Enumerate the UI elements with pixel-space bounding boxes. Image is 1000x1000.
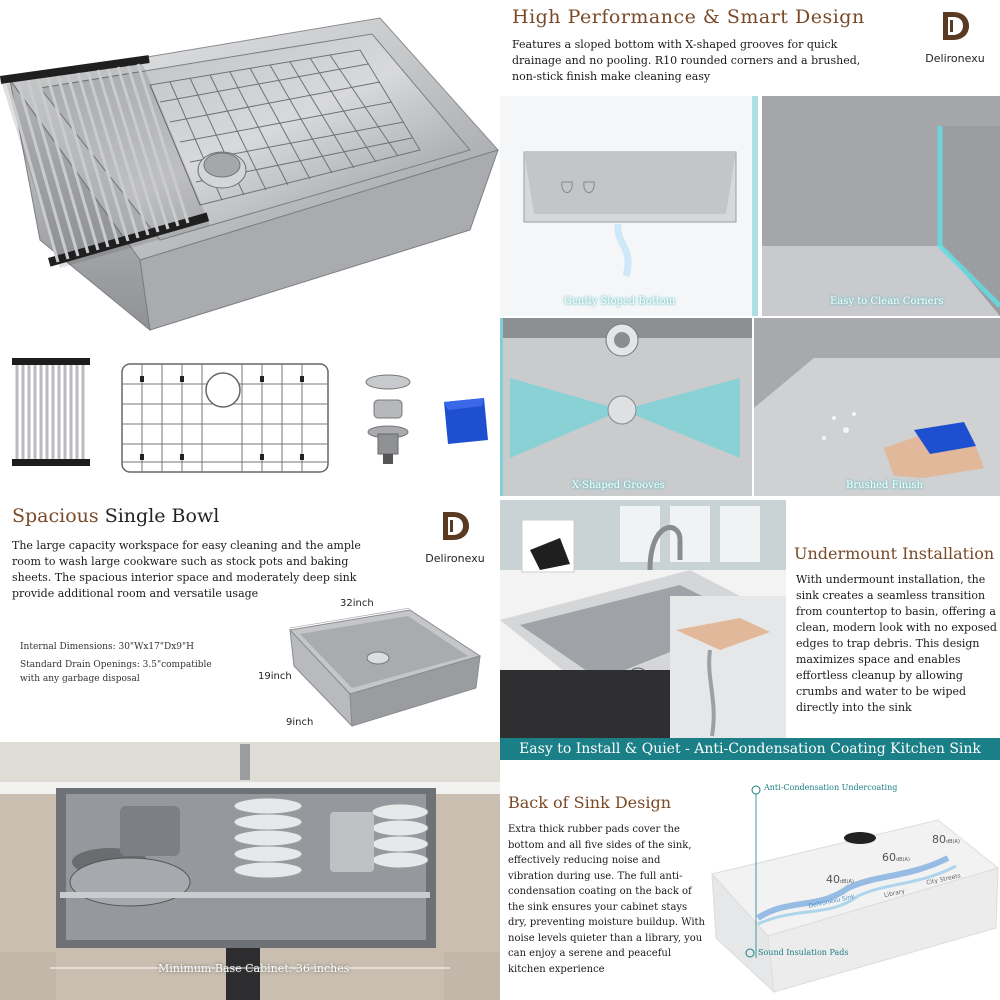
cabinet-sink-photo — [0, 742, 500, 1000]
db-level-80: 80dB(A) — [932, 833, 960, 846]
performance-description: Features a sloped bottom with X-shaped g… — [512, 38, 861, 83]
brand-logo-top: Delironexu — [914, 8, 996, 65]
db-unit: dB(A) — [946, 839, 960, 845]
caption-x-grooves: X-Shaped Grooves — [572, 480, 665, 491]
brand-logo-bowl: Delironexu — [414, 508, 496, 565]
coating-label: Anti-Condensation Undercoating — [764, 783, 898, 792]
db-unit: dB(A) — [840, 879, 854, 885]
brand-d-logo — [443, 512, 469, 540]
brand-name: Delironexu — [425, 552, 485, 565]
drain-strainer-image — [365, 374, 411, 464]
dimension-width: 32inch — [340, 598, 374, 609]
drain-openings: Standard Drain Openings: 3.5"compatible … — [20, 660, 212, 684]
db-level-40: 40dB(A) — [826, 873, 854, 886]
undermount-panel: Undermount Installation With undermount … — [500, 500, 1000, 738]
pads-label: Sound Insulation Pads — [758, 948, 849, 957]
quiet-banner: Easy to Install & Quiet - Anti-Condensat… — [500, 738, 1000, 760]
dimension-height: 9inch — [286, 717, 314, 728]
sloped-bottom-image: Gently Sloped Bottom — [500, 96, 758, 316]
hero-sink-illustration — [0, 17, 499, 332]
x-grooves-image: X-Shaped Grooves — [500, 318, 752, 496]
performance-panel: High Performance & Smart Design Features… — [500, 0, 1000, 498]
brushed-finish-image: Brushed Finish — [754, 318, 1000, 496]
db-value: 60 — [882, 851, 896, 864]
accessories-panel — [0, 340, 500, 500]
db-value: 80 — [932, 833, 946, 846]
bowl-description: The large capacity workspace for easy cl… — [12, 539, 361, 600]
cleaning-cloth-image — [444, 398, 488, 444]
undermount-description: With undermount installation, the sink c… — [796, 573, 997, 714]
bowl-title-rest: Single Bowl — [98, 505, 220, 527]
cabinet-panel: Minimum Base Cabinet: 36 inches — [0, 742, 500, 1000]
db-unit: dB(A) — [896, 857, 910, 863]
bowl-dimension-diagram — [288, 608, 482, 728]
brand-d-logo — [943, 12, 969, 40]
cabinet-caption: Minimum Base Cabinet: 36 inches — [158, 962, 350, 975]
performance-title: High Performance & Smart Design — [512, 6, 865, 28]
quiet-panel: Easy to Install & Quiet - Anti-Condensat… — [500, 738, 1000, 1000]
bottom-grid-image — [121, 363, 329, 473]
quiet-title: Back of Sink Design — [508, 793, 672, 812]
hero-sink-panel — [0, 0, 500, 340]
db-level-60: 60dB(A) — [882, 851, 910, 864]
caption-brushed-finish: Brushed Finish — [846, 480, 923, 491]
brand-name: Delironexu — [925, 52, 985, 65]
bowl-panel: Spacious Single Bowl The large capacity … — [0, 500, 500, 742]
undermount-title: Undermount Installation — [794, 544, 995, 563]
internal-dimensions: Internal Dimensions: 30"Wx17"Dx9"H — [20, 642, 194, 652]
clean-corners-image: Easy to Clean Corners — [762, 96, 1000, 316]
bowl-title: Spacious Single Bowl — [12, 505, 219, 527]
undermount-kitchen-photo — [500, 500, 786, 738]
quiet-description: Extra thick rubber pads cover the bottom… — [508, 824, 705, 975]
sink-back-diagram — [711, 785, 1000, 994]
caption-sloped-bottom: Gently Sloped Bottom — [564, 296, 676, 307]
caption-clean-corners: Easy to Clean Corners — [830, 296, 944, 307]
bowl-title-accent: Spacious — [12, 505, 99, 527]
roll-up-rack-image — [12, 358, 90, 466]
dimension-depth: 19inch — [258, 671, 292, 682]
db-value: 40 — [826, 873, 840, 886]
